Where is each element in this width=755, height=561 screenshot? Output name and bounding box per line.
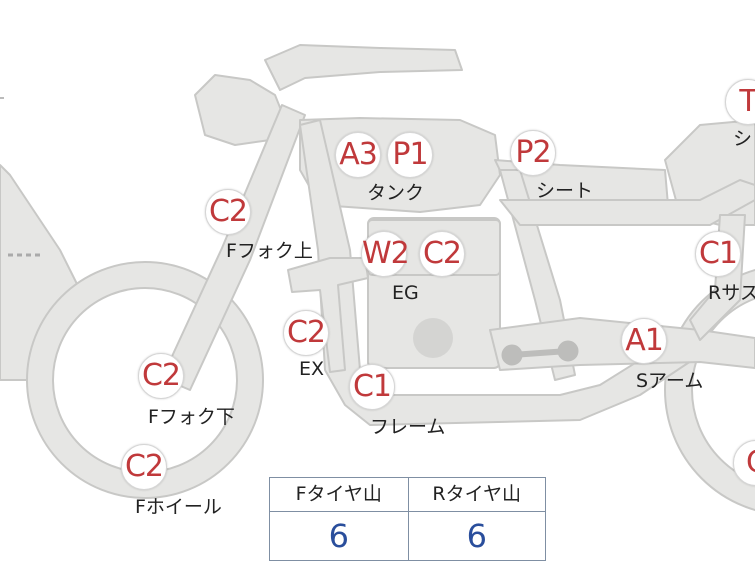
label-engine: EG xyxy=(392,282,419,304)
label-exhaust: EX xyxy=(299,358,325,380)
label-seat: シート xyxy=(536,180,594,202)
badge-seat-p2: P2 xyxy=(510,130,556,176)
label-tank: タンク xyxy=(367,182,425,204)
badge-fork-upper-c2: C2 xyxy=(205,189,251,235)
label-top-right-partial: シ xyxy=(733,128,753,150)
badge-top-right-t: T xyxy=(725,79,755,125)
badge-fork-lower-c2: C2 xyxy=(138,353,184,399)
label-rear-susp: Rサス xyxy=(708,282,755,304)
badge-rear-susp-c1: C1 xyxy=(695,231,741,277)
exhaust-shape xyxy=(287,257,369,373)
badge-engine-c2: C2 xyxy=(419,231,465,277)
rear-tire-header: Rタイヤ山 xyxy=(408,478,545,512)
front-fork-shape xyxy=(161,104,306,391)
badge-engine-w2: W2 xyxy=(361,231,410,277)
shift-linkage xyxy=(501,340,579,366)
rear-tire-value: 6 xyxy=(466,517,487,555)
rear-tire-column: Rタイヤ山 6 xyxy=(407,478,545,560)
badge-front-wheel-c2: C2 xyxy=(121,444,167,490)
label-front-wheel: Fホイール xyxy=(135,496,222,518)
front-tire-column: Fタイヤ山 6 xyxy=(270,478,408,560)
badge-tank-a3: A3 xyxy=(335,132,381,178)
crankcase-cover xyxy=(413,318,453,358)
label-fork-lower: Fフォク下 xyxy=(148,406,235,428)
handlebar-shape xyxy=(264,44,463,91)
label-fork-upper: Fフォク上 xyxy=(226,240,313,262)
front-tire-header: Fタイヤ山 xyxy=(270,478,408,512)
front-tire-value: 6 xyxy=(328,517,349,555)
frame-upper-rail xyxy=(499,179,755,226)
label-frame: フレーム xyxy=(370,416,446,438)
badge-swingarm-a1: A1 xyxy=(621,318,667,364)
badge-frame-c1: C1 xyxy=(349,364,395,410)
badge-tank-p1: P1 xyxy=(387,132,433,178)
badge-exhaust-c2: C2 xyxy=(283,310,329,356)
label-swingarm: Sアーム xyxy=(636,370,704,392)
tire-tread-table: Fタイヤ山 6 Rタイヤ山 6 xyxy=(269,477,546,561)
